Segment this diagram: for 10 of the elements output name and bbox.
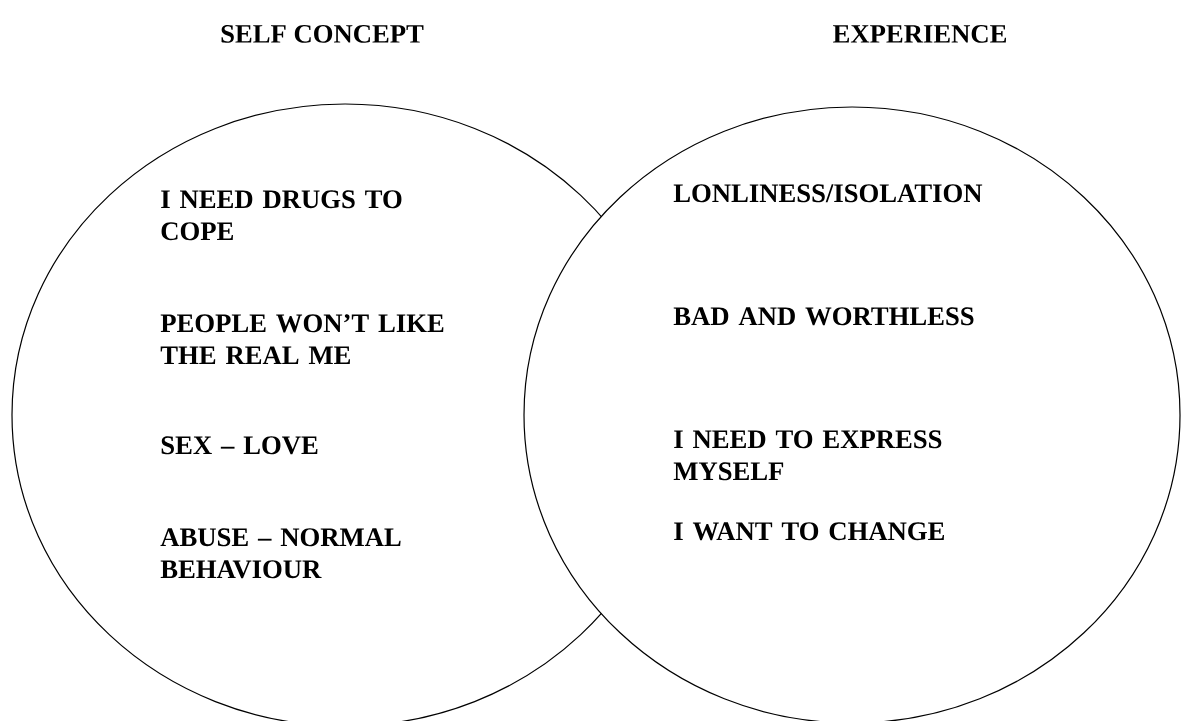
heading: EXPERIENCE [833,24,1007,43]
circle-label: I NEED TO EXPRESS MYSELF [673,430,942,481]
circle-label: I WANT TO CHANGE [674,522,944,541]
circle-label: SEX – LOVE [161,436,318,455]
circle-label: I NEED DRUGS TO COPE [161,190,402,241]
circle-label: ABUSE – NORMAL BEHAVIOUR [160,528,401,579]
circle-label: BAD AND WORTHLESS [673,307,974,326]
circle-label: LONLINESS/ISOLATION [673,184,983,203]
heading: SELF CONCEPT [221,24,424,43]
circle-label: PEOPLE WON’T LIKE THE REAL ME [160,314,444,364]
